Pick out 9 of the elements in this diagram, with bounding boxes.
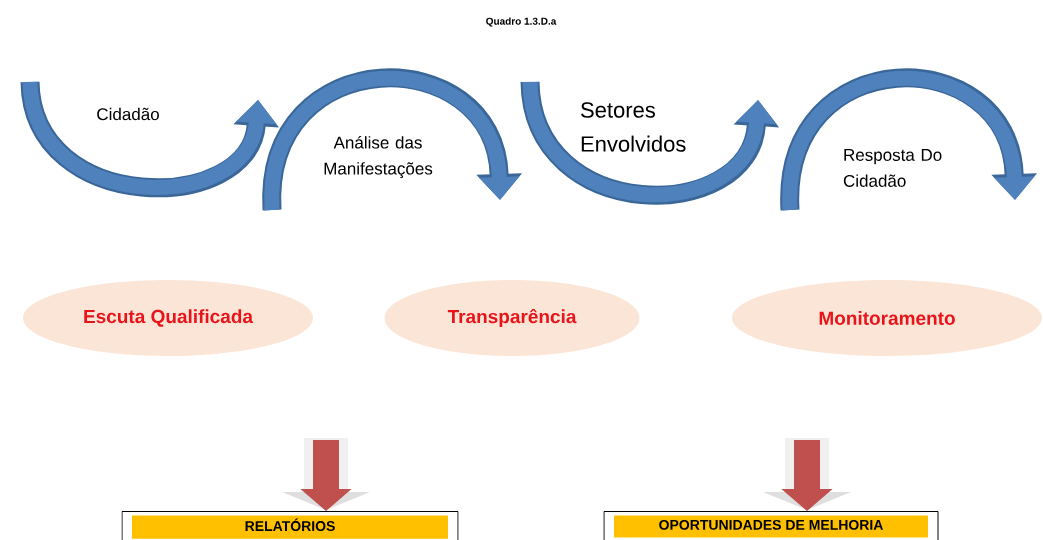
down-arrow <box>282 438 370 511</box>
step-label: Análise das Manifestações <box>324 135 433 179</box>
step-label: Setores Envolvidos <box>581 102 686 152</box>
down-arrow <box>763 438 851 511</box>
step-label: Cidadão <box>97 107 159 121</box>
step-label: Resposta Do Cidadão <box>843 149 942 187</box>
title: Quadro 1.3.D.a <box>486 17 557 27</box>
text-box: OPORTUNIDADES DE MELHORIA <box>603 511 939 540</box>
text-box: RELATÓRIOS <box>121 511 459 540</box>
